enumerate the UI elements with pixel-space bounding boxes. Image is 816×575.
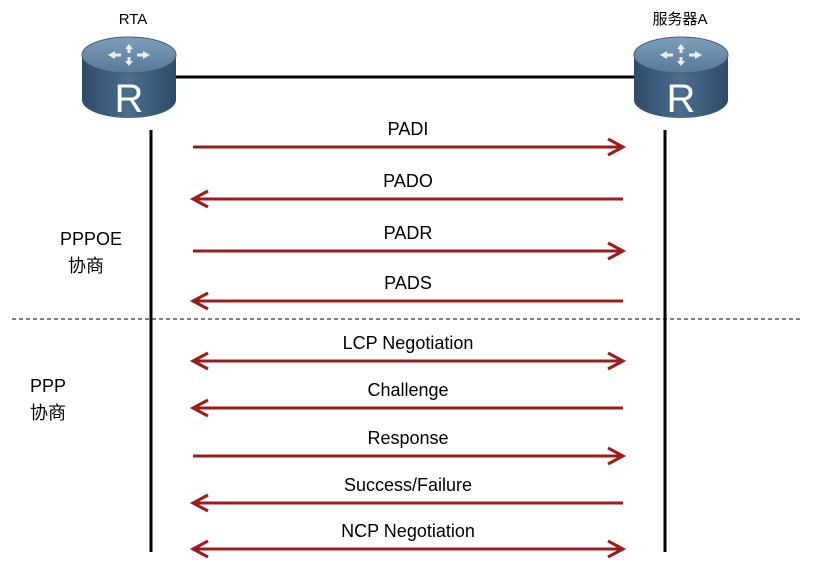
arrowhead	[607, 241, 627, 261]
router-glyph-left: R	[115, 77, 144, 121]
arrowhead	[607, 539, 627, 559]
message-label: PADI	[388, 119, 429, 139]
message-label: PADR	[384, 223, 433, 243]
message-label: NCP Negotiation	[341, 521, 475, 541]
message-label: PADS	[384, 273, 432, 293]
arrowhead	[189, 539, 209, 559]
router-glyph-right: R	[667, 77, 696, 121]
message-label: Success/Failure	[344, 475, 472, 495]
message-arrow: LCP Negotiation	[189, 333, 627, 371]
message-arrow: Response	[193, 428, 627, 466]
router-icon-left: R	[81, 36, 177, 121]
arrowhead	[189, 493, 209, 513]
arrowhead	[607, 137, 627, 157]
message-arrow: PADI	[193, 119, 627, 157]
message-label: Response	[367, 428, 448, 448]
arrowhead	[189, 351, 209, 371]
message-label: Challenge	[367, 380, 448, 400]
message-arrow: Success/Failure	[189, 475, 623, 513]
message-label: PADO	[383, 171, 433, 191]
message-arrow: Challenge	[189, 380, 623, 418]
message-label: LCP Negotiation	[343, 333, 474, 353]
arrowhead	[607, 446, 627, 466]
arrowhead	[189, 398, 209, 418]
router-icon-right: R	[633, 36, 729, 121]
message-arrow: PADR	[193, 223, 627, 261]
message-arrow: PADS	[189, 273, 623, 311]
phase-label-ppp-line2: 协商	[30, 403, 66, 423]
message-arrow: PADO	[189, 171, 623, 209]
phase-label-pppoe-line2: 协商	[68, 256, 104, 276]
arrowhead	[607, 351, 627, 371]
phase-label-pppoe-line1: PPPOE	[60, 229, 122, 249]
node-label-right: 服务器A	[652, 11, 707, 28]
phase-label-ppp-line1: PPP	[30, 376, 66, 396]
arrowhead	[189, 189, 209, 209]
node-label-left: RTA	[119, 11, 148, 28]
message-arrow: NCP Negotiation	[189, 521, 627, 559]
arrowhead	[189, 291, 209, 311]
